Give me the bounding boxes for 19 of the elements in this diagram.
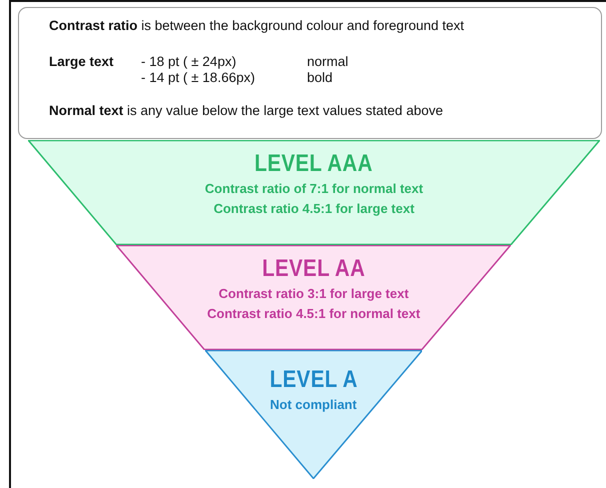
value-text: - 14 pt ( ± 18.66px): [141, 70, 255, 85]
note-text: Contrast ratio is between the background colour and foreground text: [49, 18, 464, 33]
level-heading: LEVEL AAA: [254, 150, 374, 178]
pyramid-level-band: [116, 245, 512, 350]
pyramid-level-band: [204, 350, 422, 479]
term-label: Large text: [49, 54, 114, 69]
pyramid-level-band: [28, 140, 600, 245]
level-heading: LEVEL A: [269, 366, 358, 394]
value-text: normal: [307, 54, 348, 69]
value-text: bold: [307, 70, 333, 85]
criteria-text: Contrast ratio 3:1 for large text: [218, 286, 409, 301]
criteria-text: Contrast ratio of 7:1 for normal text: [204, 181, 424, 196]
note-text: Normal text is any value below the large text values stated above: [49, 103, 443, 118]
criteria-text: Not compliant: [270, 397, 357, 412]
note-card: [18, 7, 602, 139]
criteria-text: Contrast ratio 4.5:1 for large text: [214, 201, 414, 216]
criteria-text: Contrast ratio 4.5:1 for normal text: [207, 306, 420, 321]
level-heading: LEVEL AA: [262, 255, 366, 283]
value-text: - 18 pt ( ± 24px): [141, 54, 236, 69]
